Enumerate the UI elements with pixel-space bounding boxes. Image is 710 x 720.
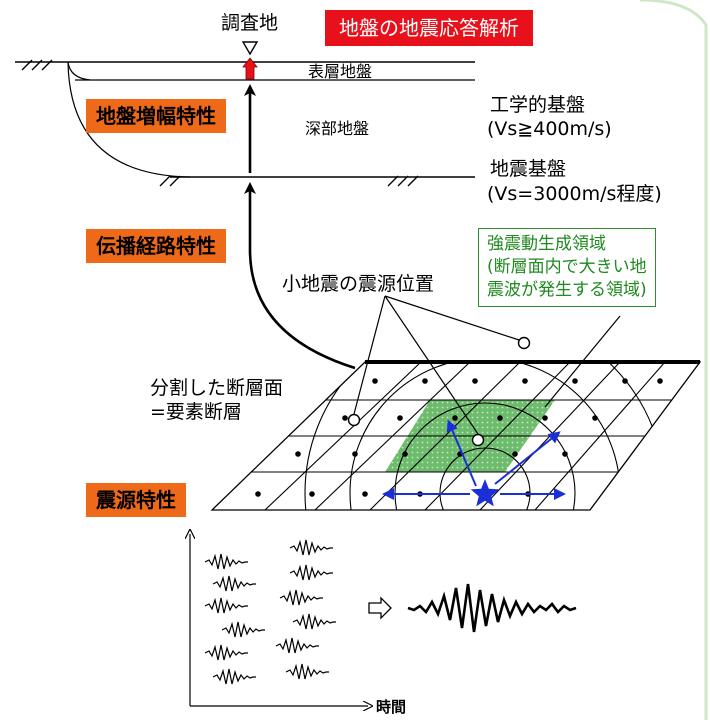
corner-border xyxy=(639,0,708,720)
deep-layer-label: 深部地盤 xyxy=(305,119,370,138)
seismic-base-label: 地震基盤 xyxy=(490,158,567,180)
small-eq-label: 小地震の震源位置 xyxy=(282,273,435,295)
time-axis-label: 時間 xyxy=(376,698,407,716)
fault-label-line2: =要素断層 xyxy=(150,401,242,423)
source-char-box: 震源特性 xyxy=(86,483,186,517)
deep-layer-curve xyxy=(67,61,191,178)
rupture-arrows xyxy=(382,419,566,500)
site-marker-icon xyxy=(241,41,259,56)
amplification-char-box: 地盤増幅特性 xyxy=(86,99,226,133)
strong-motion-line1: 強震動生成領域 xyxy=(487,234,606,254)
sum-arrow-icon xyxy=(368,596,392,620)
small-eq-marker-1 xyxy=(517,336,531,350)
title-box: 地盤の地震応答解析 xyxy=(325,10,533,46)
small-seismograms xyxy=(204,539,336,685)
engineering-base-label: 工学的基盤 xyxy=(490,94,586,116)
ground-hatch-left xyxy=(21,59,53,71)
surface-layer-label: 表層地盤 xyxy=(308,62,373,81)
strong-motion-box: 強震動生成領域 (断層面内で大きい地 震波が発生する領域) xyxy=(478,228,656,307)
ground-hatch-middle xyxy=(159,175,181,187)
large-seismogram xyxy=(407,583,577,633)
red-arrow-icon xyxy=(242,57,258,80)
small-eq-marker-2 xyxy=(347,413,361,427)
pointer-lines xyxy=(353,295,621,435)
fault-label-line1: 分割した断層面 xyxy=(150,377,284,399)
seismic-vs-label: (Vs=3000m/s程度) xyxy=(487,183,662,205)
hypocenter-star-icon xyxy=(470,479,500,507)
propagation-char-box: 伝播経路特性 xyxy=(86,229,226,263)
site-label: 調査地 xyxy=(221,12,279,34)
surface-layer-curve xyxy=(67,61,91,81)
strong-motion-line2: (断層面内で大きい地 xyxy=(487,256,647,277)
ground-hatch-right xyxy=(387,175,419,187)
arrow-source-to-base xyxy=(244,182,356,370)
small-eq-marker-3 xyxy=(471,433,485,447)
engineering-vs-label: (Vs≧400m/s) xyxy=(487,118,612,140)
strong-motion-line3: 震波が発生する領域) xyxy=(487,279,647,300)
